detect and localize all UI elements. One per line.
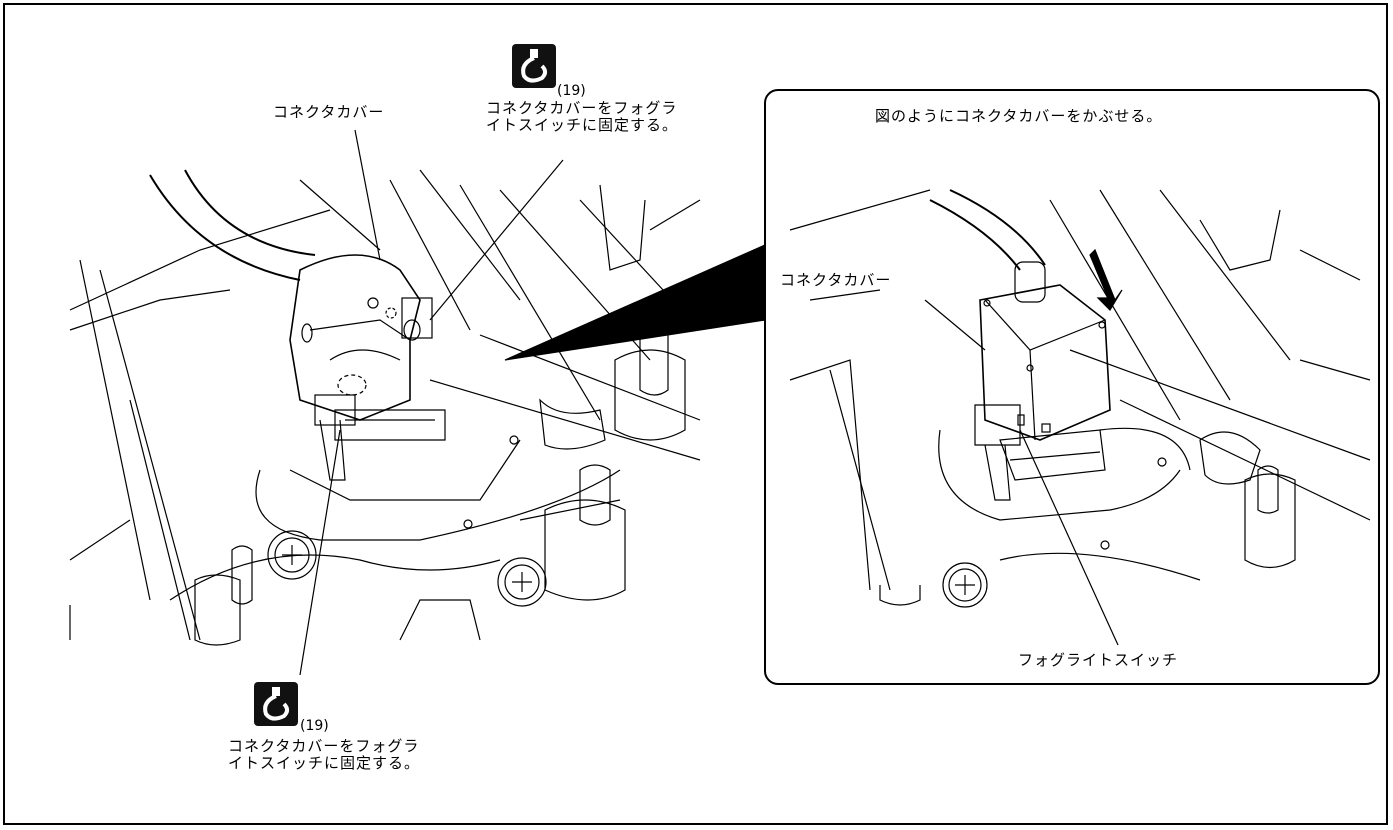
tie-instruction-top: コネクタカバーをフォグラ イトスイッチに固定する。: [486, 99, 679, 134]
fog-light-switch-label: フォグライトスイッチ: [1018, 651, 1179, 669]
cable-tie-icon: [512, 44, 556, 88]
tie-number-top: (19): [557, 83, 586, 99]
connector-cover-label: コネクタカバー: [273, 103, 385, 121]
inset-title: 図のようにコネクタカバーをかぶせる。: [875, 107, 1163, 125]
cable-tie-icon: [254, 682, 298, 726]
tie-number-bottom: (19): [300, 718, 329, 734]
inset-connector-cover-label: コネクタカバー: [780, 271, 892, 289]
detail-inset: [764, 89, 1380, 685]
page-frame: [3, 3, 1388, 825]
tie-instruction-bottom: コネクタカバーをフォグラ イトスイッチに固定する。: [228, 737, 421, 772]
